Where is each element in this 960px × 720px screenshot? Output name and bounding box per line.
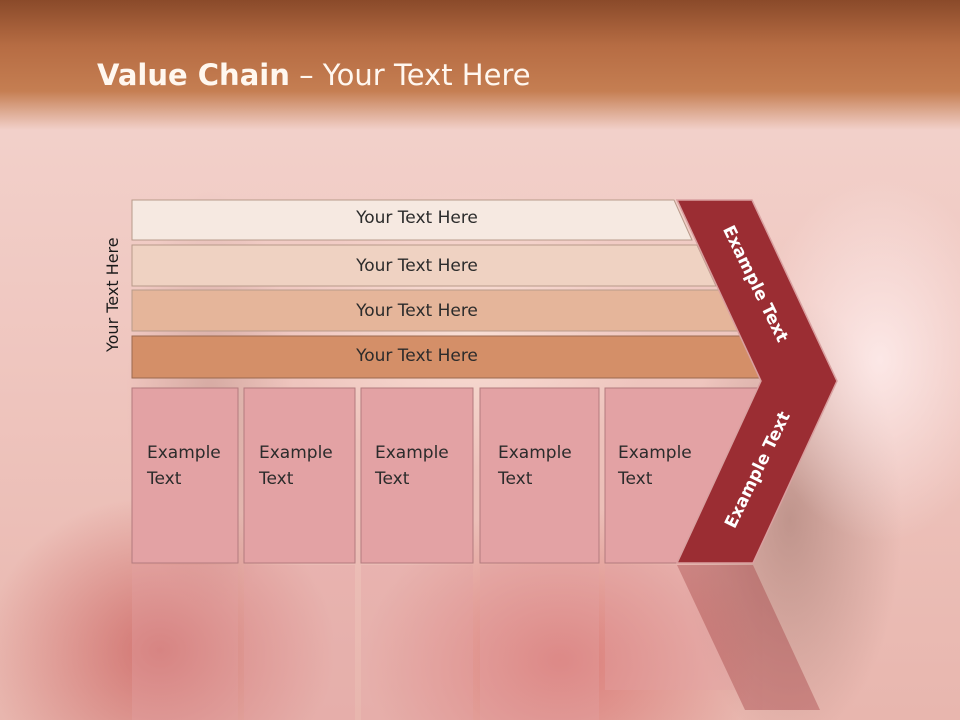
primary-box-4-label: Example Text (498, 440, 572, 492)
primary-box-3-line2: Text (375, 469, 410, 489)
support-bar-1-label: Your Text Here (356, 208, 478, 228)
primary-box-3 (360, 387, 474, 564)
support-bar-2 (131, 244, 717, 287)
primary-box-1 (131, 387, 239, 564)
primary-box-2-line2: Text (259, 469, 294, 489)
margin-chevron (675, 199, 838, 564)
title-subtitle: – Your Text Here (289, 58, 531, 92)
primary-box-5-line2: Text (618, 469, 653, 489)
primary-box-1-line1: Example (147, 443, 221, 463)
primary-box-2-label: Example Text (259, 440, 333, 492)
slide-title: Value Chain – Your Text Here (97, 55, 531, 95)
support-bar-1 (131, 199, 693, 241)
primary-box-3-line1: Example (375, 443, 449, 463)
support-bar-4-label: Your Text Here (356, 346, 478, 366)
primary-box-4-line2: Text (498, 469, 533, 489)
title-band (0, 0, 960, 130)
support-bar-3-label: Your Text Here (356, 301, 478, 321)
primary-box-5-line1: Example (618, 443, 692, 463)
primary-box-2-line1: Example (259, 443, 333, 463)
primary-box-1-label: Example Text (147, 440, 221, 492)
primary-box-4-line1: Example (498, 443, 572, 463)
primary-box-4 (479, 387, 600, 564)
support-bar-2-label: Your Text Here (356, 256, 478, 276)
title-main: Value Chain (97, 58, 290, 92)
primary-box-1-line2: Text (147, 469, 182, 489)
primary-box-5-label: Example Text (618, 440, 692, 492)
primary-box-3-label: Example Text (375, 440, 449, 492)
primary-box-2 (243, 387, 356, 564)
diagram-reflection (132, 565, 820, 720)
